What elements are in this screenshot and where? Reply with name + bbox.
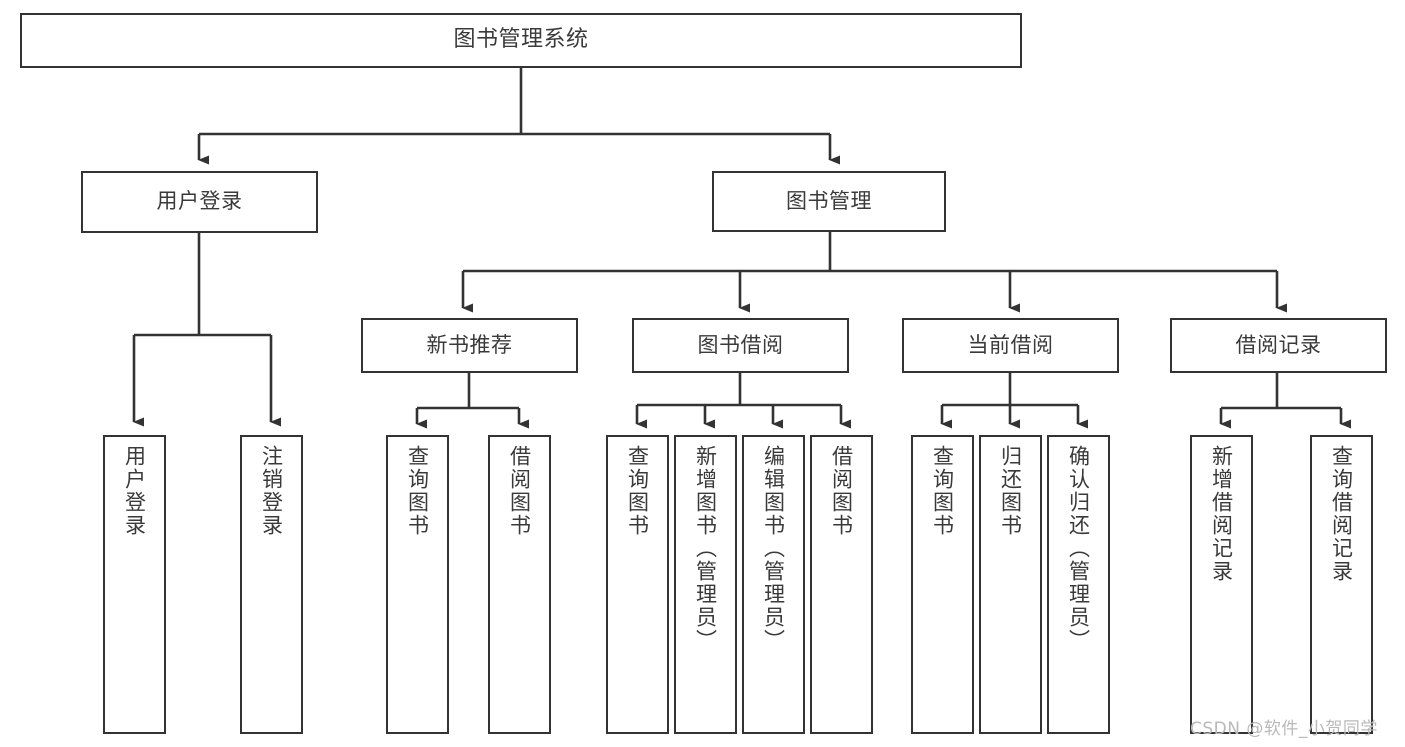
leaf-book-borrow-add[interactable]: 新增图书（管理员） (674, 435, 737, 734)
node-root-system[interactable]: 图书管理系统 (20, 13, 1022, 68)
node-label: 确认归还（管理员） (1066, 445, 1091, 652)
leaf-book-borrow-borrow[interactable]: 借阅图书 (810, 435, 873, 734)
leaf-current-borrow-confirm-return[interactable]: 确认归还（管理员） (1047, 435, 1110, 734)
node-label: 借阅记录 (1235, 332, 1322, 357)
node-book-management[interactable]: 图书管理 (712, 171, 946, 232)
node-label: 查询借阅记录 (1329, 445, 1354, 583)
node-label: 注销登录 (259, 445, 284, 537)
node-label: 图书借阅 (697, 332, 784, 357)
csdn-watermark: CSDN @软件_小贺同学 (1190, 719, 1378, 739)
leaf-current-borrow-query[interactable]: 查询图书 (911, 435, 974, 734)
node-book-borrow[interactable]: 图书借阅 (632, 318, 849, 373)
node-label: 图书管理 (786, 188, 872, 213)
node-label: 新增借阅记录 (1209, 445, 1234, 583)
node-label: 借阅图书 (507, 445, 532, 537)
node-label: 用户登录 (122, 445, 147, 537)
node-label: 借阅图书 (829, 445, 854, 537)
node-label: 当前借阅 (967, 332, 1054, 357)
node-label: 用户登录 (156, 189, 243, 214)
node-current-borrow[interactable]: 当前借阅 (902, 318, 1119, 373)
leaf-user-login-login[interactable]: 用户登录 (103, 435, 166, 734)
node-user-login[interactable]: 用户登录 (81, 171, 318, 233)
leaf-new-book-query[interactable]: 查询图书 (386, 435, 449, 734)
leaf-book-borrow-query[interactable]: 查询图书 (606, 435, 669, 734)
node-label: 查询图书 (930, 445, 955, 537)
leaf-new-book-borrow[interactable]: 借阅图书 (488, 435, 551, 734)
node-label: 编辑图书（管理员） (761, 445, 786, 652)
leaf-borrow-record-query[interactable]: 查询借阅记录 (1310, 435, 1373, 734)
node-label: 查询图书 (625, 445, 650, 537)
node-borrow-record[interactable]: 借阅记录 (1170, 318, 1387, 373)
node-label: 查询图书 (405, 445, 430, 537)
leaf-current-borrow-return[interactable]: 归还图书 (979, 435, 1042, 734)
node-label: 新书推荐 (426, 332, 513, 357)
node-new-book-recommend[interactable]: 新书推荐 (361, 318, 578, 373)
leaf-user-login-logout[interactable]: 注销登录 (240, 435, 303, 734)
leaf-borrow-record-add[interactable]: 新增借阅记录 (1190, 435, 1253, 734)
node-label: 归还图书 (998, 445, 1023, 537)
leaf-book-borrow-edit[interactable]: 编辑图书（管理员） (742, 435, 805, 734)
node-label: 新增图书（管理员） (693, 445, 718, 652)
node-label: 图书管理系统 (453, 27, 589, 53)
